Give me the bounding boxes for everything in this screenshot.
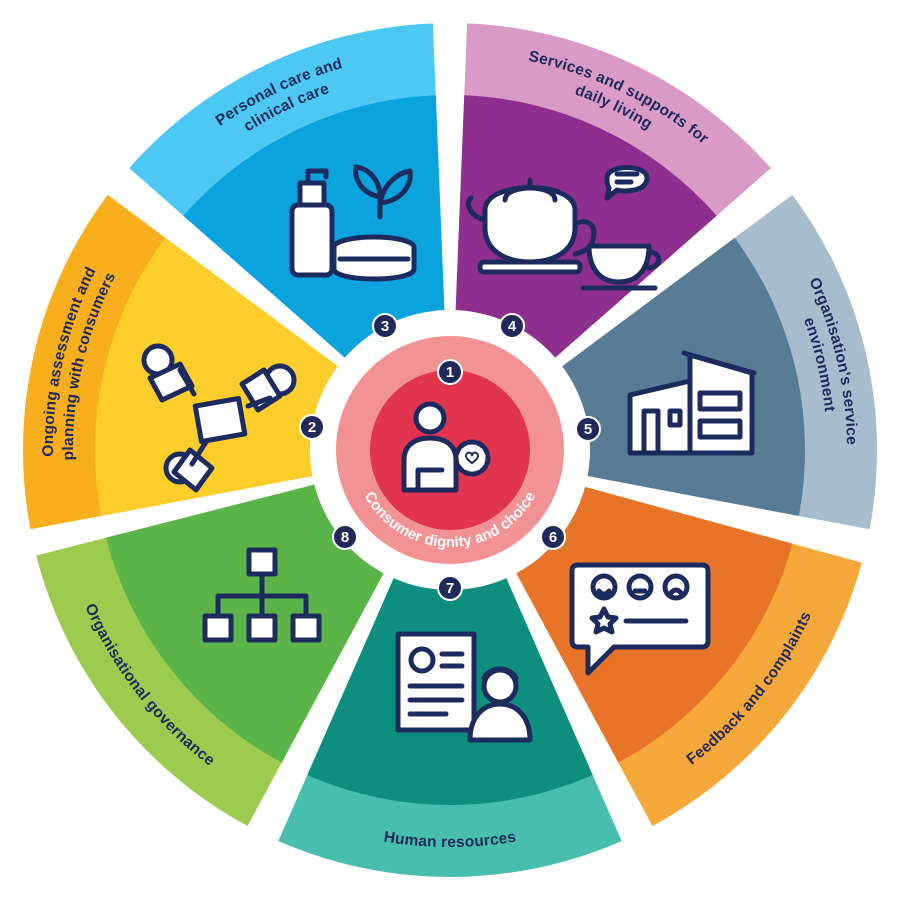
svg-text:7: 7: [446, 580, 454, 597]
teapot-and-cup-icon: [465, 165, 662, 291]
number-badge-3: 3: [372, 313, 398, 339]
number-badge-6: 6: [540, 524, 566, 550]
segment-2-inner-band: [95, 237, 346, 516]
building-icon: [627, 350, 757, 456]
svg-text:3: 3: [381, 318, 389, 335]
center-hub: Consumer dignity and choice: [310, 310, 590, 590]
number-badge-7: 7: [437, 575, 463, 601]
number-badge-8: 8: [332, 524, 358, 550]
segment-2: [22, 194, 346, 530]
svg-text:6: 6: [549, 529, 557, 546]
badges-layer: 2 3 4 5 6 7 8 1: [299, 313, 601, 601]
number-badge-5: 5: [575, 416, 601, 442]
lotion-and-plant-icon: [289, 164, 417, 282]
feedback-bubble-icon: [569, 562, 711, 676]
segment-7-label: Human resources: [383, 829, 518, 851]
org-chart-icon: [202, 547, 322, 643]
segment-4-inner-band: [455, 95, 717, 365]
number-badge-4: 4: [499, 313, 525, 339]
svg-text:1: 1: [446, 364, 454, 381]
number-badge-2: 2: [299, 414, 325, 440]
resume-profile-icon: [395, 631, 533, 743]
svg-text:8: 8: [341, 529, 349, 546]
svg-text:4: 4: [508, 318, 517, 335]
svg-text:2: 2: [308, 419, 316, 436]
svg-text:5: 5: [584, 421, 592, 438]
person-with-heart-gear-icon: [401, 401, 491, 493]
number-badge-1: 1: [437, 359, 463, 385]
people-around-table-icon: [141, 343, 297, 493]
